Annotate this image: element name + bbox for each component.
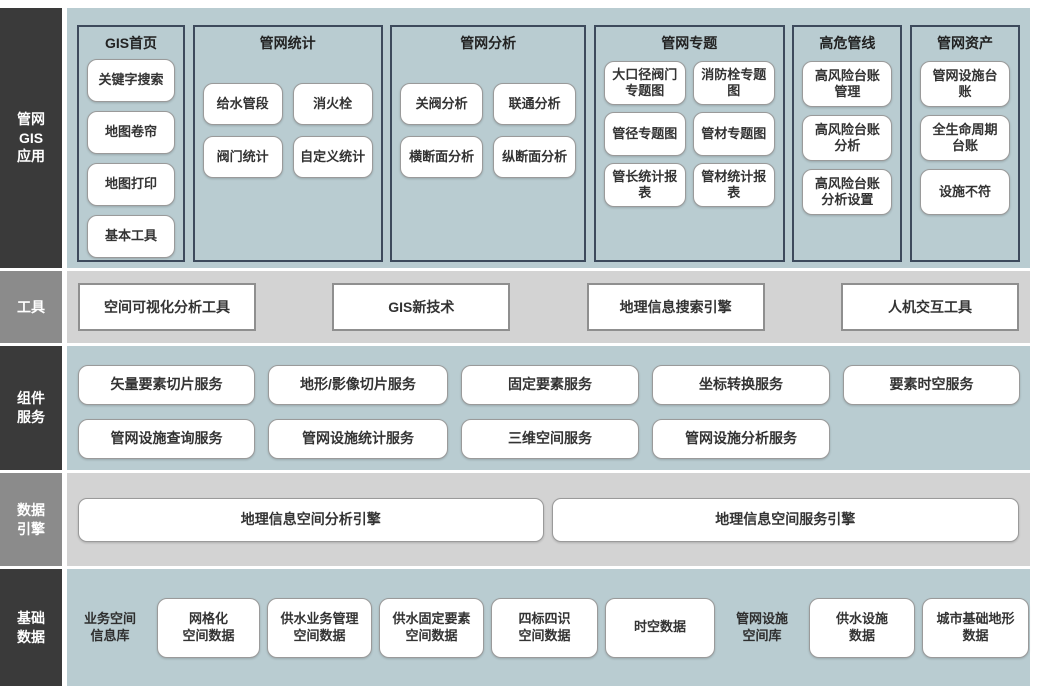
engine-item: 地理信息空间分析引擎	[78, 497, 544, 542]
service-item: 要素时空服务	[843, 365, 1020, 405]
engine-item: 地理信息空间服务引擎	[551, 497, 1019, 542]
app-column-items: 高风险台账 管理 高风险台账 分析 高风险台账 分析设置	[802, 61, 893, 215]
app-column-title: 管网专题	[661, 35, 718, 51]
data-item: 城市基础地形 数据	[922, 597, 1029, 658]
app-column-gis-home: GIS首页 关键字搜索 地图卷帘 地图打印 基本工具	[77, 25, 185, 262]
app-item: 自定义统计	[292, 136, 373, 178]
app-item: 管径专题图	[603, 112, 686, 156]
app-item: 地图卷帘	[87, 111, 175, 154]
app-column-title: GIS首页	[104, 35, 158, 51]
component-services-row: 矢量要素切片服务 地形/影像切片服务 固定要素服务 坐标转换服务 要素时空服务 …	[67, 346, 1030, 470]
service-item: 固定要素服务	[461, 365, 639, 405]
service-item: 管网设施查询服务	[78, 419, 255, 459]
tool-item: 空间可视化分析工具	[78, 283, 256, 331]
data-item: 网格化 空间数据	[157, 597, 260, 658]
app-item: 联通分析	[493, 83, 577, 125]
app-modules-row: GIS首页 关键字搜索 地图卷帘 地图打印 基本工具 管网统计 给水管段 消火栓…	[67, 8, 1030, 268]
data-item: 供水业务管理 空间数据	[267, 597, 372, 658]
data-item: 四标四识 空间数据	[491, 597, 598, 658]
app-column-network-statistics: 管网统计 给水管段 消火栓 阀门统计 自定义统计	[192, 25, 383, 262]
app-item: 横断面分析	[400, 136, 484, 178]
app-item: 基本工具	[87, 215, 175, 258]
app-item: 纵断面分析	[493, 136, 577, 178]
service-item: 矢量要素切片服务	[78, 365, 255, 405]
app-column-network-assets: 管网资产 管网设施台 账 全生命周期 台账 设施不符	[909, 25, 1020, 262]
app-column-high-risk-pipeline: 高危管线 高风险台账 管理 高风险台账 分析 高风险台账 分析设置	[792, 25, 903, 262]
tool-item: 地理信息搜索引擎	[586, 283, 765, 331]
app-item: 全生命周期 台账	[919, 115, 1010, 161]
app-item: 管网设施台 账	[919, 61, 1010, 107]
data-item: 供水设施 数据	[809, 597, 915, 658]
app-item: 地图打印	[87, 163, 175, 206]
app-item: 消防栓专题 图	[692, 61, 775, 105]
app-column-network-analysis: 管网分析 关阀分析 联通分析 横断面分析 纵断面分析	[390, 25, 587, 262]
app-column-items: 管网设施台 账 全生命周期 台账 设施不符	[919, 61, 1010, 215]
app-column-title: 管网资产	[936, 35, 993, 51]
app-column-items: 关阀分析 联通分析 横断面分析 纵断面分析	[400, 83, 577, 178]
app-item: 消火栓	[292, 83, 373, 125]
service-item: 地形/影像切片服务	[268, 365, 448, 405]
base-data-row: 业务空间 信息库 网格化 空间数据 供水业务管理 空间数据 供水固定要素 空间数…	[67, 569, 1030, 686]
sidebar-item-component-services: 组件 服务	[0, 346, 62, 470]
app-column-items: 给水管段 消火栓 阀门统计 自定义统计	[202, 83, 373, 178]
app-column-network-thematic: 管网专题 大口径阀门 专题图 消防栓专题 图 管径专题图 管材专题图 管长统计报…	[593, 25, 785, 262]
sidebar-item-base-data: 基础 数据	[0, 569, 62, 686]
tool-item: GIS新技术	[332, 283, 511, 331]
tools-row: 空间可视化分析工具 GIS新技术 地理信息搜索引擎 人机交互工具	[67, 271, 1030, 343]
data-engine-row: 地理信息空间分析引擎 地理信息空间服务引擎	[67, 473, 1030, 566]
app-item: 设施不符	[919, 169, 1010, 215]
app-item: 高风险台账 分析设置	[802, 169, 893, 215]
app-item: 管材统计报 表	[692, 163, 775, 207]
app-item: 管材专题图	[692, 112, 775, 156]
data-item: 供水固定要素 空间数据	[379, 597, 484, 658]
sidebar-item-gis-app: 管网 GIS 应用	[0, 8, 62, 268]
sidebar-item-data-engine: 数据 引擎	[0, 473, 62, 566]
app-item: 关键字搜索	[87, 59, 175, 102]
app-column-title: 高危管线	[819, 35, 876, 51]
service-item: 管网设施统计服务	[268, 419, 448, 459]
app-column-items: 大口径阀门 专题图 消防栓专题 图 管径专题图 管材专题图 管长统计报 表 管材…	[603, 61, 775, 207]
app-column-title: 管网分析	[460, 35, 517, 51]
sidebar-item-tools: 工具	[0, 271, 62, 343]
service-item: 管网设施分析服务	[652, 419, 830, 459]
app-item: 管长统计报 表	[603, 163, 686, 207]
app-item: 关阀分析	[400, 83, 484, 125]
service-item: 三维空间服务	[461, 419, 639, 459]
app-column-items: 关键字搜索 地图卷帘 地图打印 基本工具	[87, 59, 175, 258]
tool-item: 人机交互工具	[840, 283, 1019, 331]
app-item: 阀门统计	[202, 136, 283, 178]
data-group-label-business-spatial-db: 业务空间 信息库	[83, 610, 136, 643]
data-item: 时空数据	[605, 597, 715, 658]
service-item: 坐标转换服务	[652, 365, 830, 405]
data-group-label-network-facility-spatial-db: 管网设施 空间库	[735, 610, 788, 643]
app-item: 高风险台账 管理	[802, 61, 893, 107]
app-item: 给水管段	[202, 83, 283, 125]
app-column-title: 管网统计	[259, 35, 316, 51]
app-item: 高风险台账 分析	[802, 115, 893, 161]
app-item: 大口径阀门 专题图	[603, 61, 686, 105]
